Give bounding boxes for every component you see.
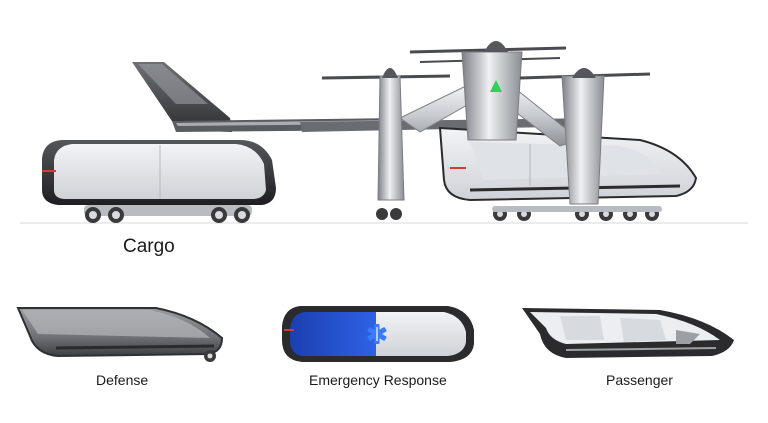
star-of-life-icon <box>367 324 387 344</box>
cargo-wheels <box>85 207 250 223</box>
emergency-pod <box>282 306 474 362</box>
passenger-pod <box>522 308 734 358</box>
rotor-center <box>409 41 567 141</box>
rotor-left <box>321 68 451 220</box>
defense-pod <box>16 307 224 362</box>
rotor-right <box>519 68 651 205</box>
cargo-label: Cargo <box>123 236 175 257</box>
nav-light-icon <box>490 80 502 92</box>
evtol-aircraft <box>132 41 698 221</box>
cargo-pod <box>42 140 276 223</box>
defense-label: Defense <box>96 372 149 388</box>
passenger-label: Passenger <box>606 372 673 388</box>
emergency-response-label: Emergency Response <box>309 372 447 388</box>
